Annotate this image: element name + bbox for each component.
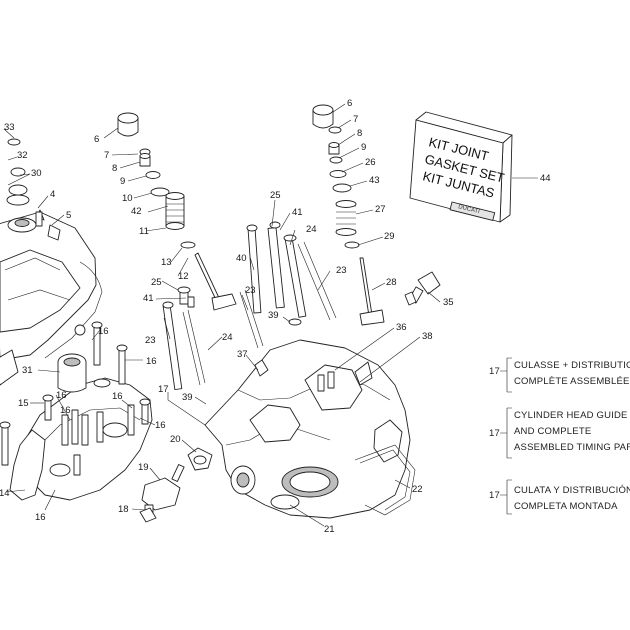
vertical-head-drawing (0, 321, 153, 501)
callout-18: 18 (118, 504, 129, 515)
callout-8: 8 (112, 163, 117, 174)
callout-37: 37 (237, 349, 248, 360)
legend-entry-en: 17 CYLINDER HEAD GUIDE AND COMPLETE ASSE… (489, 407, 630, 459)
callout-33: 33 (4, 122, 15, 133)
gasket-kit-box: KIT JOINT GASKET SET KIT JUNTAS DUCATI (409, 111, 513, 223)
callout-26: 26 (365, 157, 376, 168)
legend-line: CYLINDER HEAD GUIDE (514, 410, 628, 421)
callout-24: 24 (306, 224, 317, 235)
legend-line: COMPLETA MONTADA (514, 501, 618, 512)
callout-16: 16 (35, 512, 46, 523)
callout-23: 23 (245, 285, 256, 296)
callout-43: 43 (369, 175, 380, 186)
callout-36: 36 (396, 322, 407, 333)
callout-23: 23 (336, 265, 347, 276)
callout-35: 35 (443, 297, 454, 308)
callout-28: 28 (386, 277, 397, 288)
callout-17: 17 (158, 384, 169, 395)
legend-line: CULASSE + DISTRIBUTION (514, 360, 630, 371)
cylinder-head-drawing (204, 339, 416, 519)
legend-line: AND COMPLETE (514, 426, 591, 437)
callout-41: 41 (292, 207, 303, 218)
callout-29: 29 (384, 231, 395, 242)
callout-21: 21 (324, 524, 335, 535)
legend: 17 CULASSE + DISTRIBUTION COMPLÈTE ASSEM… (489, 357, 630, 515)
leader-lines (3, 103, 538, 527)
callout-labels: 33 32 30 4 5 6 7 8 9 10 42 11 12 13 25 4… (0, 98, 551, 535)
callout-14: 14 (0, 488, 10, 499)
callout-16: 16 (98, 326, 109, 337)
callout-22: 22 (412, 484, 423, 495)
callout-7: 7 (353, 114, 358, 125)
callout-5: 5 (66, 210, 71, 221)
legend-entry-fr: 17 CULASSE + DISTRIBUTION COMPLÈTE ASSEM… (489, 357, 630, 393)
valve-cover-drawing (0, 138, 103, 386)
callout-7: 7 (104, 150, 109, 161)
legend-ref: 17 (489, 490, 500, 501)
callout-20: 20 (170, 434, 181, 445)
callout-32: 32 (17, 150, 28, 161)
callout-6: 6 (94, 134, 99, 145)
pushrods-drawing (162, 221, 337, 391)
callout-16: 16 (56, 390, 67, 401)
callout-13: 13 (161, 257, 172, 268)
legend-line: ASSEMBLED TIMING PAR (514, 442, 630, 453)
callout-4: 4 (50, 189, 55, 200)
legend-ref: 17 (489, 428, 500, 439)
callout-6: 6 (347, 98, 352, 109)
callout-12: 12 (178, 271, 189, 282)
callout-39: 39 (268, 310, 279, 321)
callout-16: 16 (146, 356, 157, 367)
callout-8: 8 (357, 128, 362, 139)
legend-ref: 17 (489, 366, 500, 377)
callout-11: 11 (139, 226, 149, 237)
callout-41: 41 (143, 293, 154, 304)
callout-9: 9 (361, 142, 366, 153)
callout-25: 25 (151, 277, 162, 288)
callout-39: 39 (182, 392, 193, 403)
legend-entry-es: 17 CULATA Y DISTRIBUCIÓN COMPLETA MONTAD… (489, 479, 630, 515)
callout-16: 16 (155, 420, 166, 431)
callout-16: 16 (112, 391, 123, 402)
callout-44: 44 (540, 173, 551, 184)
callout-15: 15 (18, 398, 29, 409)
callout-30: 30 (31, 168, 42, 179)
kit-box-brand-logo: DUCATI (458, 204, 481, 215)
tensioner-drawing (139, 447, 213, 523)
callout-38: 38 (422, 331, 433, 342)
callout-42: 42 (131, 206, 142, 217)
callout-9: 9 (120, 176, 125, 187)
callout-40: 40 (236, 253, 247, 264)
callout-25: 25 (270, 190, 281, 201)
valve-stack-left-drawing (117, 112, 237, 311)
legend-line: COMPLÈTE ASSEMBLÉE (514, 376, 630, 387)
legend-line: CULATA Y DISTRIBUCIÓN (514, 485, 630, 496)
callout-16: 16 (60, 405, 71, 416)
callout-10: 10 (122, 193, 133, 204)
valve-stack-right-drawing (312, 104, 441, 326)
callout-23: 23 (145, 335, 156, 346)
callout-31: 31 (22, 365, 33, 376)
callout-24: 24 (222, 332, 233, 343)
callout-27: 27 (375, 204, 386, 215)
callout-19: 19 (138, 462, 149, 473)
